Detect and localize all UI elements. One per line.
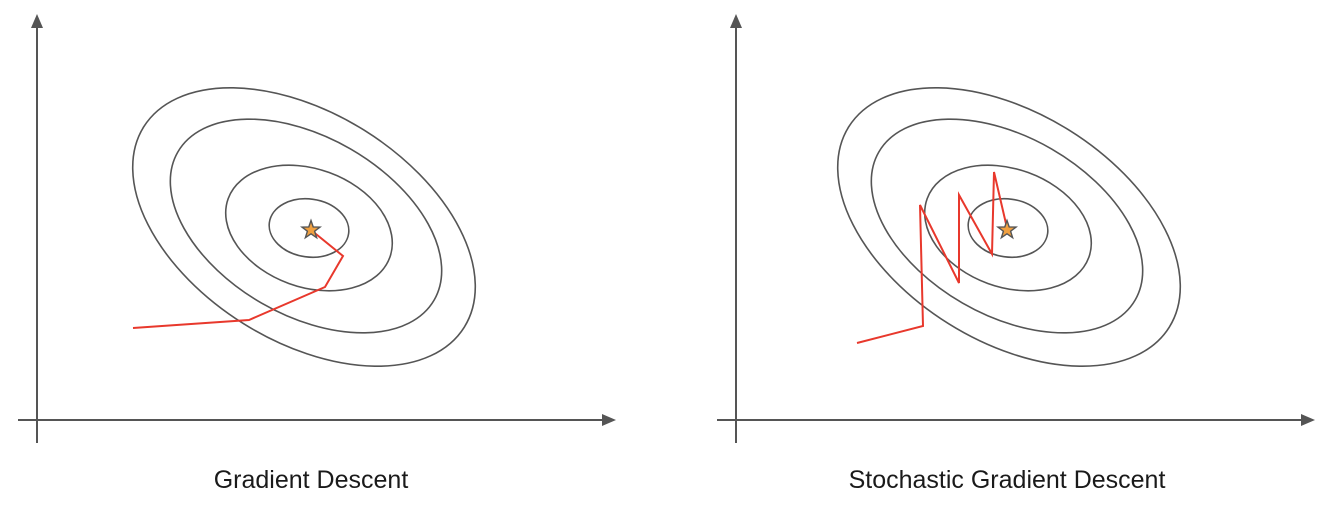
contour-ring-3: [923, 164, 1093, 292]
descent-path: [856, 171, 1008, 344]
axes: [717, 14, 1315, 443]
y-axis-arrowhead: [730, 14, 742, 28]
contour-ring-1: [131, 86, 477, 368]
panel-caption: Gradient Descent: [213, 466, 409, 494]
contour-ring-4: [967, 197, 1049, 259]
x-axis-arrowhead: [602, 414, 616, 426]
stochastic-gradient-descent-panel: Stochastic Gradient Descent: [665, 0, 1330, 514]
gradient-descent-diagram: [18, 14, 616, 443]
panel-caption: Stochastic Gradient Descent: [848, 466, 1166, 494]
contour-ring-4: [268, 197, 350, 259]
y-axis-arrowhead: [31, 14, 43, 28]
contour-lines: [131, 86, 477, 368]
descent-path: [132, 229, 345, 329]
gradient-descent-panel: Gradient Descent: [18, 14, 616, 494]
contour-lines: [836, 86, 1182, 368]
x-axis-arrowhead: [1301, 414, 1315, 426]
minimum-star-icon: [995, 218, 1019, 240]
axes: [18, 14, 616, 443]
contour-ring-3: [224, 164, 394, 292]
contour-ring-2: [169, 118, 443, 334]
stochastic-gradient-descent-diagram: [717, 14, 1315, 443]
contour-ring-2: [870, 118, 1144, 334]
contour-ring-1: [836, 86, 1182, 368]
minimum-star-icon: [299, 218, 323, 240]
